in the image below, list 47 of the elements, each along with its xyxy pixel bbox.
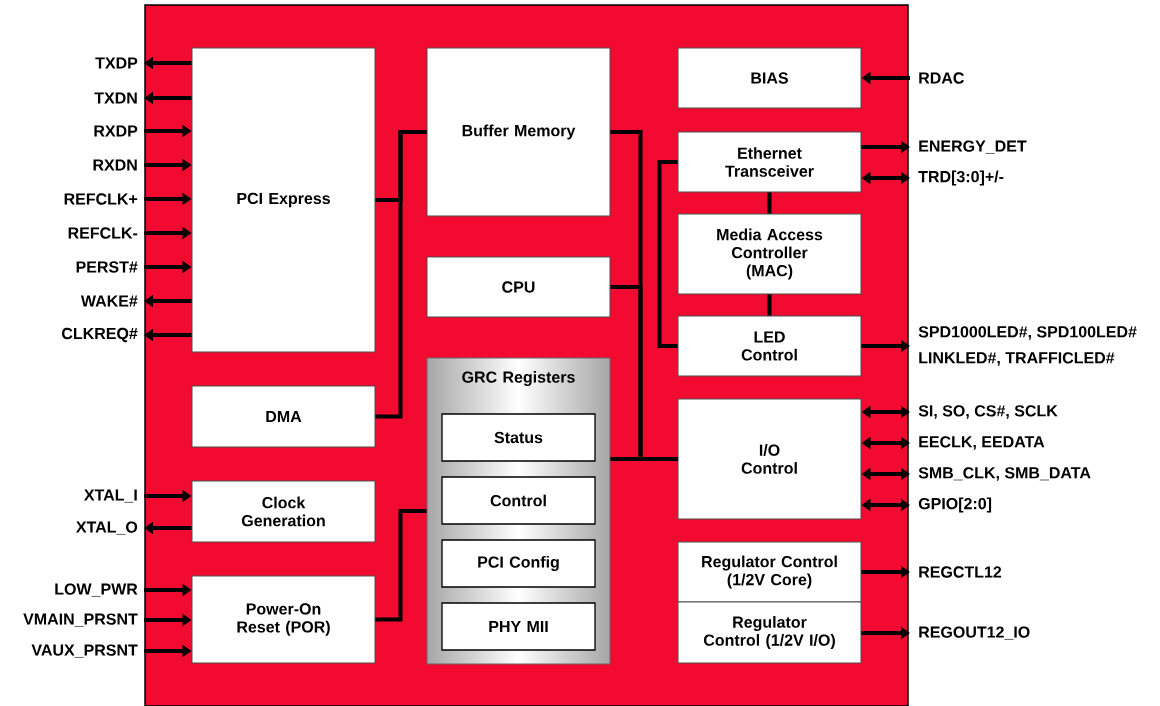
bus-line [767, 294, 772, 316]
signal-label: REGOUT12_IO [919, 626, 1030, 640]
signal-label: TRD[3:0]+/- [918, 170, 1004, 186]
signal-label: GPIO[2:0] [918, 497, 992, 513]
block-box: DMA [191, 385, 376, 448]
signal-label: WAKE# [80, 295, 138, 307]
signal-label: VAUX_PRSNT [31, 644, 138, 658]
block-box: Clock Generation [191, 480, 376, 543]
block-box: Ethernet Transceiver [677, 131, 862, 193]
signal-label: PERST# [76, 261, 138, 273]
block-box: Power-On Reset (POR) [191, 575, 376, 664]
signal-label: SMB_CLK, SMB_DATA [918, 467, 1091, 481]
signal-label: TXDP [95, 57, 138, 69]
signal-label: EECLK, EEDATA [919, 436, 1045, 450]
signal-label: ENERGY_DET [919, 140, 1027, 154]
block-box: LED Control [677, 315, 862, 377]
block-box: CPU [426, 256, 611, 318]
signal-label: REFCLK- [68, 227, 138, 239]
signal-label: REGCTL12 [919, 566, 1002, 578]
bus-line [610, 457, 678, 461]
bus-line [375, 130, 427, 419]
signal-label: SI, SO, CS#, SCLK [918, 405, 1058, 419]
signal-label: RXDP [94, 125, 138, 137]
register-box: Control [441, 476, 596, 525]
bus-line [375, 509, 427, 622]
signal-label: XTAL_I [84, 489, 137, 503]
block-box: Media Access Controller (MAC) [677, 213, 862, 295]
signal-label: RDAC [919, 72, 964, 84]
block-box: Regulator Control (1/2V I/O) [677, 601, 862, 664]
signal-label: XTAL_O [76, 521, 138, 535]
signal-label: SPD1000LED#, SPD100LED# LINKLED#, TRAFFICLED# [918, 326, 1137, 366]
block-box: I/O Control [677, 398, 862, 520]
block-box: BIAS [677, 47, 862, 109]
register-box: PCI Config [441, 539, 596, 588]
block-box: PCI Express [191, 47, 376, 353]
signal-label: LOW_PWR [55, 583, 138, 597]
bus-line [657, 160, 678, 348]
signal-label: TXDN [94, 92, 137, 104]
signal-label: REFCLK+ [64, 193, 138, 205]
signal-label: RXDN [93, 159, 137, 171]
block-box: Buffer Memory [426, 47, 611, 217]
signal-label: VMAIN_PRSNT [23, 613, 138, 627]
signal-label: CLKREQ# [62, 327, 138, 343]
register-box: PHY MII [441, 602, 596, 651]
bus-line [767, 192, 772, 214]
block-box: Regulator Control (1/2V Core) [677, 541, 862, 603]
register-box: Status [441, 413, 596, 462]
